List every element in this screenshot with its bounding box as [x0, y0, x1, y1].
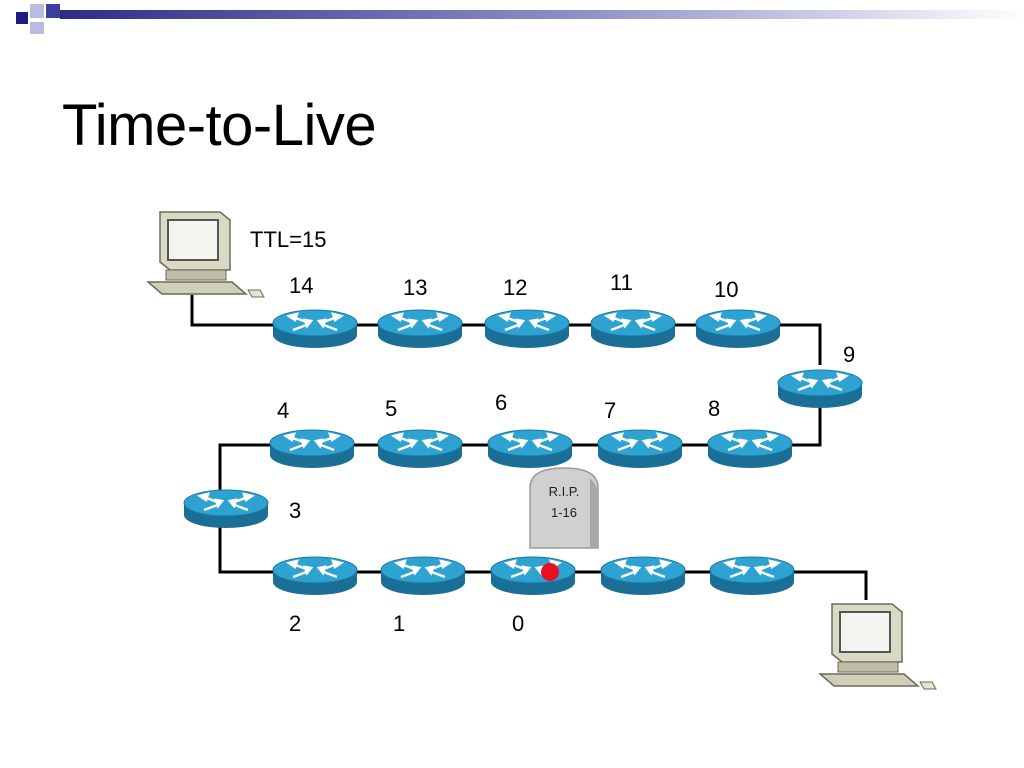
network-links — [190, 295, 868, 600]
hop-label: 9 — [843, 342, 855, 367]
destination-computer-icon — [819, 603, 937, 690]
router-icon — [376, 428, 464, 470]
hop-label: 11 — [610, 270, 633, 295]
router-icon — [596, 428, 684, 470]
router-icon — [708, 555, 796, 597]
hop-label: 3 — [289, 498, 301, 523]
hop-label: 0 — [512, 611, 524, 636]
hop-label: 12 — [503, 275, 527, 300]
tombstone-line-2: 1-16 — [551, 505, 577, 520]
hop-label: 6 — [495, 390, 507, 415]
router-icon — [268, 428, 356, 470]
hop-label: 10 — [714, 277, 738, 302]
router-icon — [182, 488, 270, 530]
router-icon — [271, 555, 359, 597]
corner-square-4 — [30, 22, 44, 34]
ttl-label: TTL=15 — [250, 227, 326, 252]
hop-label: 14 — [289, 273, 313, 298]
hop-label: 7 — [604, 398, 616, 423]
packet-dot — [541, 563, 559, 581]
corner-square-3 — [46, 4, 60, 18]
hop-label: 1 — [393, 611, 405, 636]
router-icon — [271, 308, 359, 350]
corner-square-1 — [16, 12, 28, 24]
router-icon — [706, 428, 794, 470]
slide-header-bar — [16, 4, 1024, 34]
router-icon — [489, 555, 577, 597]
tombstone-icon: R.I.P. 1-16 — [529, 467, 599, 549]
slide-title: Time-to-Live — [62, 93, 377, 158]
router-icon — [483, 308, 571, 350]
source-computer-icon — [147, 211, 265, 298]
router-icon — [694, 308, 782, 350]
corner-square-2 — [30, 4, 44, 18]
hop-label: 8 — [708, 396, 720, 421]
hop-label: 2 — [289, 611, 301, 636]
hop-label: 4 — [277, 398, 289, 423]
router-icon — [589, 308, 677, 350]
router-icon — [599, 555, 687, 597]
router-icon — [776, 368, 864, 410]
hop-label: 5 — [385, 396, 397, 421]
router-icon — [376, 308, 464, 350]
router-icon — [379, 555, 467, 597]
hop-label: 13 — [403, 275, 427, 300]
router-icon — [486, 428, 574, 470]
tombstone-line-1: R.I.P. — [549, 484, 580, 499]
